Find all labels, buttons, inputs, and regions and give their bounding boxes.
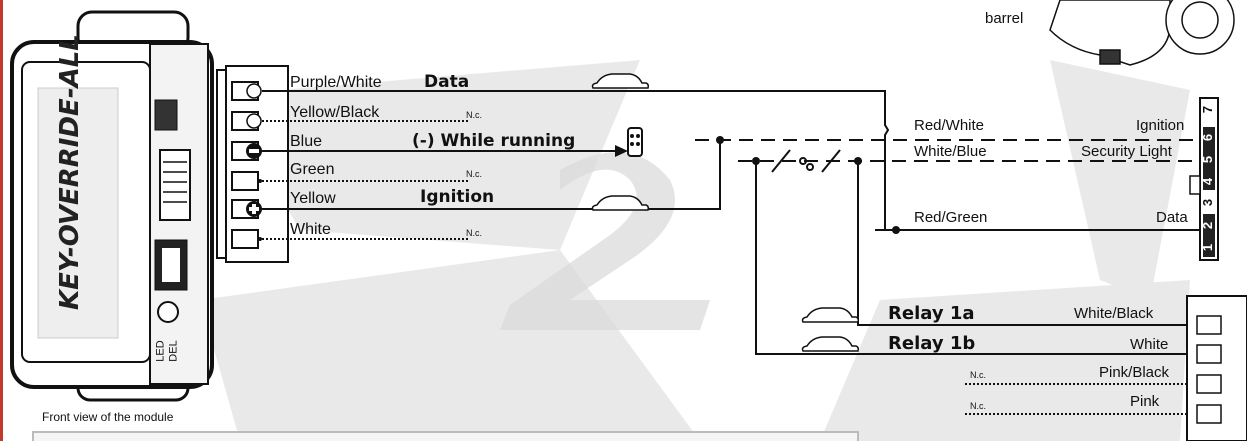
wire-nc-white: N.c. — [466, 228, 483, 238]
junction-dots — [615, 136, 900, 234]
module-body — [10, 10, 214, 402]
bottom-info-box — [32, 431, 859, 441]
relay-nc-pink: N.c. — [970, 401, 987, 411]
del-label: DEL — [167, 340, 180, 362]
harness-label-red-white: Red/White — [914, 117, 985, 134]
relay-1b-wire: White — [1130, 336, 1169, 353]
relay-1a-label: Relay 1a — [888, 303, 975, 324]
wire-label-yellow: Yellow — [290, 190, 336, 207]
pin-number-1: 1 — [1200, 243, 1216, 252]
harness-label-white-blue: White/Blue — [914, 143, 987, 160]
relay-nc-pink-black: N.c. — [970, 370, 987, 380]
watermark-digit — [500, 152, 710, 330]
harness-label-red-green: Red/Green — [914, 209, 988, 226]
wire-label-yellow-black: Yellow/Black — [290, 104, 380, 121]
ignition-connector — [1189, 97, 1219, 261]
pin-number-7: 7 — [1200, 105, 1216, 114]
wire-nc-yellow-black: N.c. — [466, 110, 483, 120]
relay-pink-black-wire: Pink/Black — [1099, 364, 1170, 381]
harness-label-security-light: Security Light — [1081, 143, 1172, 160]
relay-1b-label: Relay 1b — [888, 333, 976, 354]
harness-label-ignition: Ignition — [1136, 117, 1185, 134]
wire-label-green: Green — [290, 161, 335, 178]
wires — [262, 90, 1200, 415]
remote-icon — [627, 127, 643, 157]
left-connector-block — [216, 65, 289, 263]
ignition-barrel-illustration — [1049, 0, 1235, 66]
left-edge-bar — [0, 0, 3, 441]
wire-label-white: White — [290, 221, 331, 238]
led-label: LED — [154, 340, 167, 362]
wire-function-while-running: (-) While running — [412, 131, 576, 151]
cut-wire-icon — [771, 149, 841, 173]
relay-pink-wire: Pink — [1130, 393, 1160, 410]
wire-nc-green: N.c. — [466, 169, 483, 179]
wire-function-ignition: Ignition — [420, 187, 495, 207]
background-watermark — [200, 60, 1190, 441]
harness-label-data: Data — [1156, 209, 1188, 226]
pin-number-2: 2 — [1200, 221, 1216, 230]
pin-number-6: 6 — [1200, 133, 1216, 142]
wire-label-purple-white: Purple/White — [290, 74, 382, 91]
wire-label-blue: Blue — [290, 133, 323, 150]
pin-number-3: 3 — [1200, 198, 1216, 207]
module-caption: Front view of the module — [42, 410, 174, 424]
relay-connector — [1186, 295, 1247, 441]
car-icons — [591, 73, 859, 352]
pin-number-4: 4 — [1200, 177, 1216, 186]
pin-number-5: 5 — [1200, 155, 1216, 164]
barrel-label: barrel — [985, 10, 1024, 27]
relay-1a-wire: White/Black — [1074, 305, 1154, 322]
module-brand-label: KEY-OVERRIDE-ALL — [55, 34, 85, 310]
wire-function-data: Data — [424, 72, 470, 92]
